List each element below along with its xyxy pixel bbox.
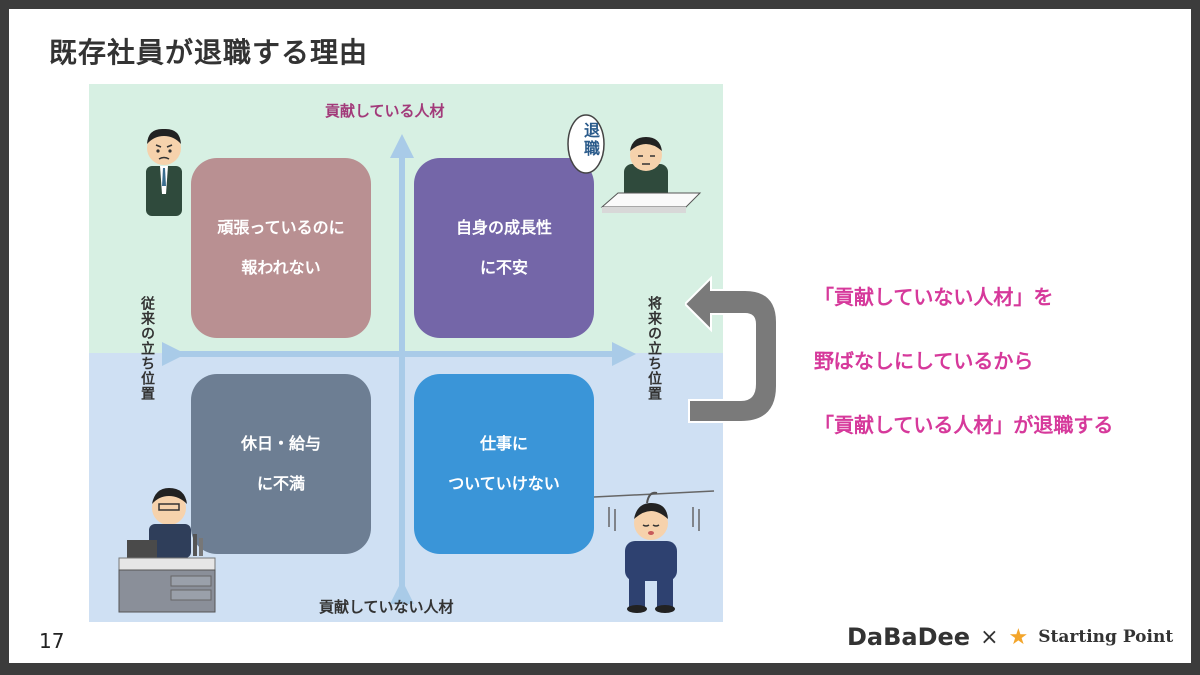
quadrant-matrix: 貢献している人材 貢献していない人材 従来の立ち位置 将来の立ち位置 頑張ってい… (89, 84, 723, 622)
quadrant-line: 休日・給与 (240, 434, 321, 453)
slide: 既存社員が退職する理由 貢献している人材 貢献していない人材 従来の立ち位置 将… (9, 9, 1191, 663)
quadrant-line: に不安 (479, 258, 528, 277)
axis-label-right: 将来の立ち位置 (646, 296, 662, 401)
axis-label-top: 貢献している人材 (325, 102, 445, 120)
quadrant-line: 報われない (241, 258, 321, 277)
axis-arrows (162, 134, 636, 604)
message-line-3: 「貢献している人材」が退職する (814, 413, 1114, 437)
quadrant-top-right: 自身の成長性 に不安 (414, 158, 594, 338)
bubble-text: 退職 (581, 122, 600, 158)
quadrant-line: 仕事に (479, 434, 528, 453)
quadrant-top-left: 頑張っているのに 報われない (191, 158, 371, 338)
thought-bubble-icon (567, 114, 605, 174)
times-separator: × (980, 624, 999, 650)
worried-employee-icon (146, 128, 182, 216)
slide-title: 既存社員が退職する理由 (49, 36, 369, 69)
retiring-employee-icon (600, 137, 702, 213)
star-icon: ★ (1008, 624, 1029, 650)
quadrant-line: 自身の成長性 (455, 218, 552, 237)
message-line-1: 「貢献していない人材」を (814, 285, 1054, 309)
page-number: 17 (39, 629, 65, 653)
axis-label-left: 従来の立ち位置 (139, 296, 155, 401)
loop-arrow-icon (685, 275, 778, 423)
starting-point-logo: Starting Point (1038, 627, 1174, 647)
quadrant-line: 頑張っているのに (217, 218, 345, 237)
message-line-2: 野ばなしにしているから (814, 349, 1034, 373)
tired-desk-worker-icon (118, 488, 216, 613)
quadrant-bottom-left: 休日・給与 に不満 (191, 374, 371, 554)
axis-label-bottom: 貢献していない人材 (319, 598, 454, 616)
quadrant-line: に不満 (256, 474, 305, 493)
quadrant-bottom-right: 仕事に ついていけない (414, 374, 594, 554)
hanging-employee-icon (593, 490, 715, 613)
quadrant-line: ついていけない (448, 474, 560, 493)
dabadee-logo: DaBaDee (847, 623, 971, 651)
footer-logos: DaBaDee × ★ Starting Point (847, 623, 1173, 651)
